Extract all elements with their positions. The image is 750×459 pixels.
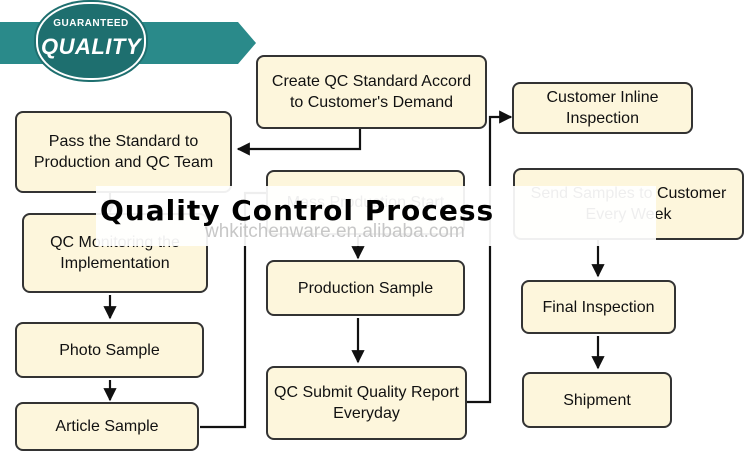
node-customer-inline-inspection: Customer Inline Inspection [512, 82, 693, 134]
title-backdrop [96, 186, 656, 246]
node-qc-report: QC Submit Quality Report Everyday [266, 366, 467, 440]
node-article-sample: Article Sample [15, 402, 199, 451]
node-photo-sample: Photo Sample [15, 322, 204, 378]
node-production-sample: Production Sample [266, 260, 465, 316]
watermark-text: whkitchenware.en.alibaba.com [205, 221, 465, 242]
node-create-qc-standard: Create QC Standard Accord to Customer's … [256, 55, 487, 129]
node-shipment: Shipment [522, 372, 672, 428]
seal-top-text: GUARANTEED [53, 18, 129, 29]
seal-main-text: QUALITY [40, 34, 142, 59]
diagram-title: Quality Control Process [100, 194, 495, 227]
guaranteed-quality-seal: GUARANTEED QUALITY [36, 2, 146, 80]
node-final-inspection: Final Inspection [521, 280, 676, 334]
arrow-report-to-inline [467, 110, 513, 404]
node-pass-standard: Pass the Standard to Production and QC T… [15, 111, 232, 193]
arrow-create-to-pass [236, 128, 362, 156]
